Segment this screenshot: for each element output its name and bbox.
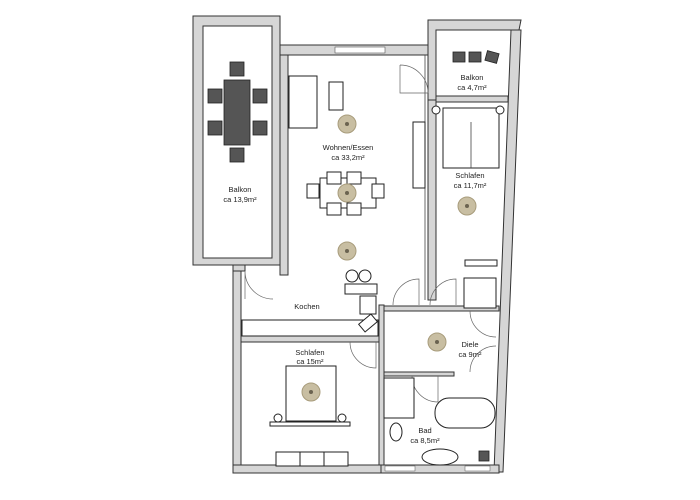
room-area: ca 11,7m²: [454, 181, 487, 190]
room-area: ca 13,9m²: [223, 195, 257, 204]
room-name: Balkon: [229, 185, 252, 194]
room-labels: Balkon ca 13,9m² Wohnen/Essen ca 33,2m² …: [223, 73, 487, 445]
room-area: ca 4,7m²: [457, 83, 487, 92]
ceiling-lamps: [301, 114, 477, 402]
room-name: Wohnen/Essen: [323, 143, 374, 152]
room-area: ca 15m²: [296, 357, 324, 366]
doors: [244, 64, 497, 403]
room-area: ca 9m²: [459, 350, 482, 359]
room-name: Balkon: [461, 73, 484, 82]
room-area: ca 33,2m²: [331, 153, 365, 162]
room-name: Schlafen: [455, 171, 484, 180]
room-name: Kochen: [294, 302, 319, 311]
room-area: ca 8,5m²: [410, 436, 440, 445]
room-name: Schlafen: [295, 348, 324, 357]
walls: [192, 15, 522, 474]
room-name: Bad: [418, 426, 431, 435]
room-name: Diele: [461, 340, 478, 349]
